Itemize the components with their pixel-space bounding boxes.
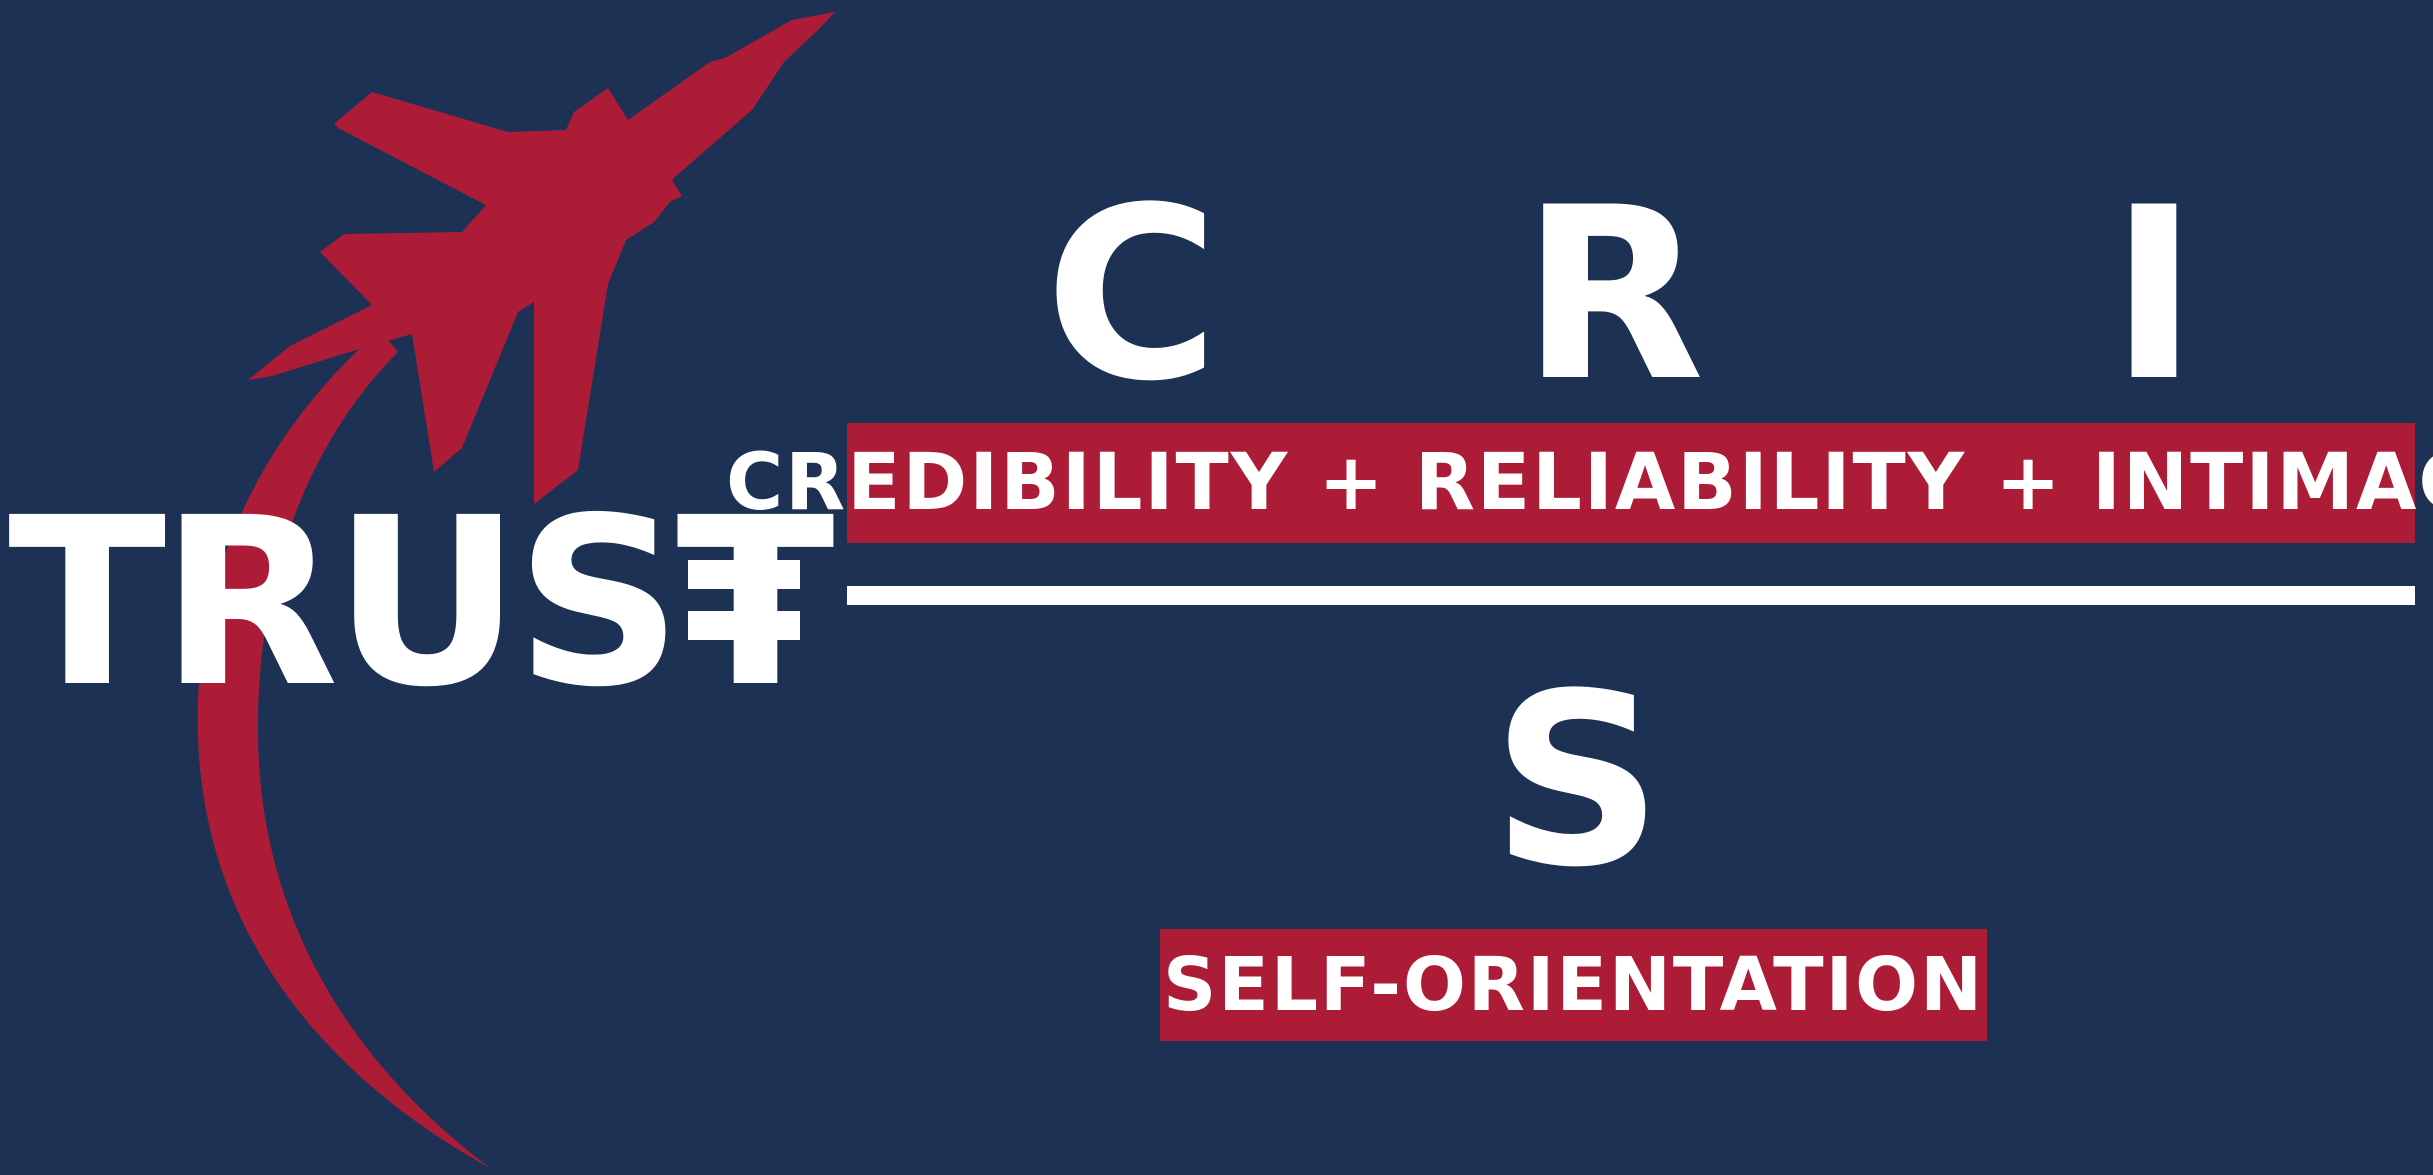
equals-bar-bottom	[688, 611, 800, 640]
equals-sign	[688, 560, 800, 640]
letter-c: C	[1044, 157, 1220, 434]
denominator-label: SELF-ORIENTATION	[1163, 942, 1984, 1028]
jet-body	[248, 12, 835, 504]
trust-word: TRUST	[8, 468, 835, 738]
fraction-line	[847, 586, 2415, 605]
equals-bar-top	[688, 560, 800, 589]
letter-i: I	[2109, 157, 2199, 434]
denominator-label-banner: SELF-ORIENTATION	[1160, 929, 1987, 1041]
letter-s: S	[1491, 643, 1663, 920]
numerator-label-banner: CREDIBILITY + RELIABILITY + INTIMACY	[726, 423, 2433, 543]
numerator-label: CREDIBILITY + RELIABILITY + INTIMACY	[725, 438, 2433, 528]
contrail-trail	[197, 330, 490, 1168]
letter-r: R	[1521, 157, 1705, 434]
